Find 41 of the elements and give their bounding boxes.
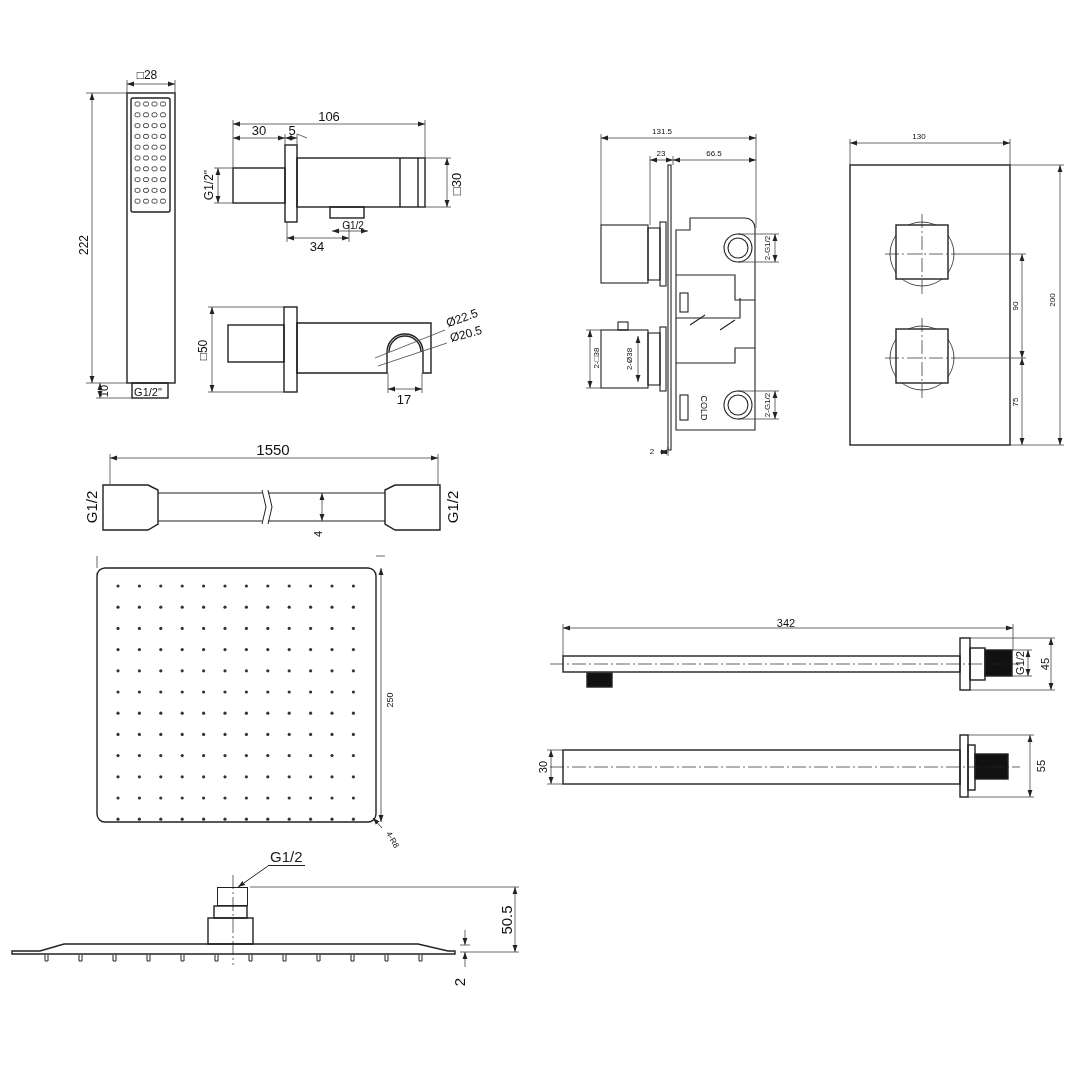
thread-callout: G1/2	[268, 848, 305, 866]
dimension-label: 75	[1012, 397, 1020, 407]
dimension-label: 2-G1/2	[764, 235, 772, 261]
dimension-label: 34	[309, 239, 325, 253]
dimension-label: 2	[649, 448, 655, 456]
dimension-label: 30	[537, 760, 549, 774]
dimension-label: 2-□38	[593, 347, 601, 369]
dimension-label: 66.5	[706, 150, 722, 158]
dimension-label: 10	[98, 384, 110, 398]
leader-line	[237, 865, 269, 888]
dimension-label: G1/2	[444, 490, 460, 524]
dimension-label: 5	[288, 123, 296, 137]
dimension-label: 342	[776, 617, 796, 629]
inlet-marking: COLD	[698, 395, 708, 421]
dimension-label: 30	[251, 123, 267, 137]
dimension-label: 131.5	[652, 128, 672, 136]
dimension-label: □28	[136, 69, 158, 81]
dimension-label: □50	[197, 339, 209, 361]
dimension-label: □30	[449, 172, 463, 196]
dimension-label: 23	[656, 150, 666, 158]
dimension-label: 50.5	[498, 905, 514, 935]
dimension-label: 2	[451, 977, 467, 987]
dimension-label: G1/2	[342, 221, 364, 231]
dimension-label: G1/2"	[203, 169, 215, 201]
pipe-fitting	[217, 887, 248, 906]
dimension-label: 106	[318, 109, 340, 123]
dimension-label: 1550	[256, 441, 290, 457]
dimension-label: 4	[312, 530, 324, 538]
dimension-label: 17	[396, 392, 412, 406]
dimension-label: 55	[1035, 759, 1047, 773]
dimension-label: 45	[1039, 657, 1051, 671]
dimension-label: 2-G1/2	[764, 392, 772, 418]
dimension-label: G1/2"	[134, 386, 162, 398]
dimension-label: G1/2	[83, 490, 99, 524]
dimension-label: G1/2	[1014, 651, 1026, 675]
dimension-label: 2-Ø38	[626, 347, 634, 371]
dimension-label: 200	[1049, 293, 1057, 307]
dimension-label: 222	[78, 235, 90, 255]
dimension-label: 130	[912, 133, 926, 141]
dimension-label: 90	[1012, 301, 1020, 311]
dimension-label: 250	[385, 692, 395, 708]
